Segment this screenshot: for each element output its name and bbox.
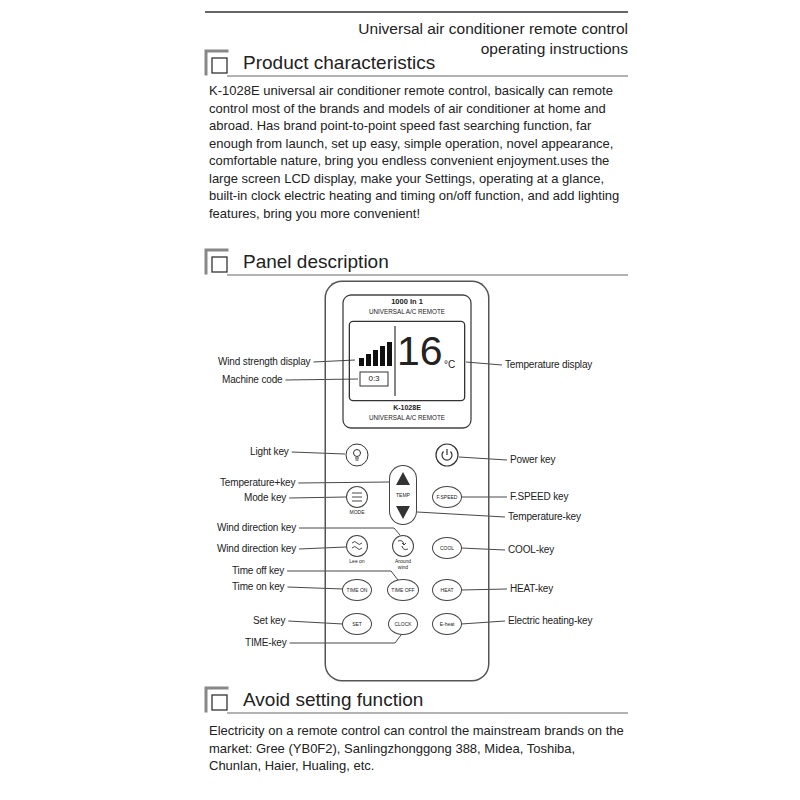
temperature-pad: TEMP (390, 466, 416, 524)
round-key: E-heat (433, 614, 461, 634)
key-ring (347, 487, 367, 507)
code-box (360, 372, 388, 386)
callout-label: Temperature+key (220, 477, 295, 489)
leader-line (289, 497, 346, 498)
round-key: COOL (433, 538, 461, 558)
key-label: F.SPEED (437, 495, 458, 500)
section-heading: Product characteristics (243, 52, 435, 74)
callout-label: Wind strength display (218, 356, 310, 368)
top-rule (205, 11, 628, 13)
section-heading: Avoid setting function (243, 689, 423, 711)
lcd-screen: 16°C 0:3 (350, 322, 464, 400)
leader-line (459, 457, 507, 460)
key-label: CLOCK (394, 622, 411, 627)
callout-label: Wind direction key (217, 522, 296, 534)
leader-line (298, 482, 389, 483)
leader-line (299, 528, 400, 535)
key-label: Around wind (393, 558, 413, 570)
leader-line (285, 379, 358, 380)
leader-line (461, 548, 505, 550)
callout-label: Set key (253, 615, 285, 627)
round-key: Around wind (388, 536, 418, 570)
lcd-reading: 16 (397, 331, 443, 372)
leader-line (313, 360, 355, 362)
remote-housing: 1000 In 1 UNIVERSAL A/C REMOTE K-1028E UNIV… (326, 282, 488, 680)
lcd-reading: °C (444, 360, 455, 370)
key-label: SET (352, 622, 362, 627)
callout-label: Time off key (232, 565, 284, 577)
key-label: COOL (440, 546, 454, 551)
callout-label: Time on key (232, 581, 284, 593)
section-heading: Panel description (243, 251, 389, 273)
callout-label: Power key (510, 454, 555, 466)
housing-print: K-1028E (326, 404, 488, 411)
key-label: Lee on (347, 558, 367, 564)
callout-label: Temperature display (505, 359, 592, 371)
housing-print: UNIVERSAL A/C REMOTE (326, 309, 488, 315)
body-text: K-1028E universal air conditioner remote… (209, 82, 629, 222)
leader-line (287, 571, 398, 580)
round-key: F.SPEED (433, 487, 461, 507)
key-label: E-heat (440, 622, 455, 627)
round-key: TIME OFF (388, 580, 418, 600)
housing-print: UNIVERSAL A/C REMOTE (326, 415, 488, 421)
round-key: MODE (342, 487, 372, 521)
callout-label: Wind direction key (217, 543, 296, 555)
housing-print: 1000 In 1 (326, 298, 488, 306)
key-label: HEAT (441, 588, 454, 593)
leader-line (461, 621, 505, 624)
leader-line (288, 621, 343, 624)
callout-label: HEAT-key (510, 583, 553, 595)
power-key (436, 444, 458, 466)
button-icons (352, 493, 408, 550)
callout-label: TIME-key (245, 637, 287, 649)
leader-line (290, 635, 401, 643)
round-key: SET (343, 614, 371, 634)
key-label: TIME OFF (391, 588, 414, 593)
callout-label: Temperature-key (508, 511, 581, 523)
leader-line (466, 362, 502, 365)
key-label: MODE (347, 509, 367, 515)
key-ring (393, 536, 413, 556)
round-key: TIME ON (343, 580, 371, 600)
leader-line (417, 512, 505, 517)
wind-strength-bars (359, 342, 392, 366)
callout-label: F.SPEED key (510, 491, 568, 503)
leader-line (461, 497, 507, 498)
callout-label: Machine code (222, 374, 282, 386)
leader-line (299, 547, 346, 549)
key-ring (347, 536, 367, 556)
lcd-reading: 0:3 (360, 374, 388, 384)
key-label: TEMP (390, 493, 416, 498)
round-key: Lee on (342, 536, 372, 570)
key-label: TIME ON (347, 588, 368, 593)
callout-label: COOL-key (508, 544, 554, 556)
callout-label: Electric heating-key (508, 615, 592, 627)
leader-line (461, 589, 507, 590)
round-key: HEAT (433, 580, 461, 600)
body-text: Electricity on a remote control can cont… (209, 722, 629, 775)
lcd-divider (394, 326, 395, 396)
light-key (346, 444, 368, 466)
callout-label: Light key (250, 446, 289, 458)
callout-label: Mode key (244, 492, 286, 504)
leader-line (292, 452, 345, 454)
leader-line (287, 587, 343, 589)
round-key: CLOCK (389, 614, 417, 634)
